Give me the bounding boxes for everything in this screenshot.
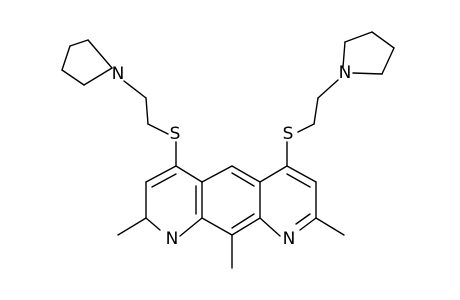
bond (231, 165, 261, 183)
atom-label-s-right: S (283, 124, 294, 144)
bond (371, 31, 395, 49)
bond (295, 213, 311, 225)
atom-label-n-ring-right: N (283, 229, 296, 249)
ethyl-linker-left (123, 80, 169, 135)
atom-label-n-pyrrolidine-left: N (112, 64, 125, 84)
bond (231, 172, 255, 187)
bond (297, 123, 315, 133)
bond (299, 217, 317, 231)
bond (342, 41, 346, 68)
bond (286, 173, 311, 188)
bond (179, 217, 203, 237)
bond (145, 217, 161, 231)
bond (231, 213, 255, 229)
atom-label-n-ring-left: N (166, 229, 179, 249)
bond (381, 47, 395, 75)
bond (259, 217, 281, 237)
bond (201, 165, 233, 183)
bond (145, 97, 149, 125)
bond (313, 97, 319, 125)
bond (83, 67, 113, 86)
bond (344, 31, 373, 43)
bond (286, 165, 317, 183)
bond (151, 173, 177, 188)
pyrrolidine-ring-right (342, 31, 395, 75)
central-ring (201, 165, 261, 236)
bond (69, 39, 89, 47)
pyridine-ring-right (259, 165, 317, 237)
atom-label-n-pyrrolidine-right: N (339, 63, 352, 83)
bond (317, 79, 339, 99)
bond (123, 80, 147, 99)
bond (145, 165, 177, 183)
atom-label-s-left: S (170, 124, 181, 144)
bond (315, 217, 345, 236)
bond (147, 123, 169, 135)
bond (61, 45, 71, 71)
bond (259, 165, 288, 183)
bond (352, 72, 383, 75)
bond (61, 69, 85, 86)
pyridine-ring-left (145, 165, 203, 237)
bond (201, 217, 233, 236)
bond (87, 39, 113, 69)
bond (231, 217, 261, 236)
bond (117, 217, 147, 236)
pyrrolidine-ring-left (61, 39, 113, 86)
ethyl-linker-right (297, 79, 339, 133)
bond (175, 165, 203, 183)
